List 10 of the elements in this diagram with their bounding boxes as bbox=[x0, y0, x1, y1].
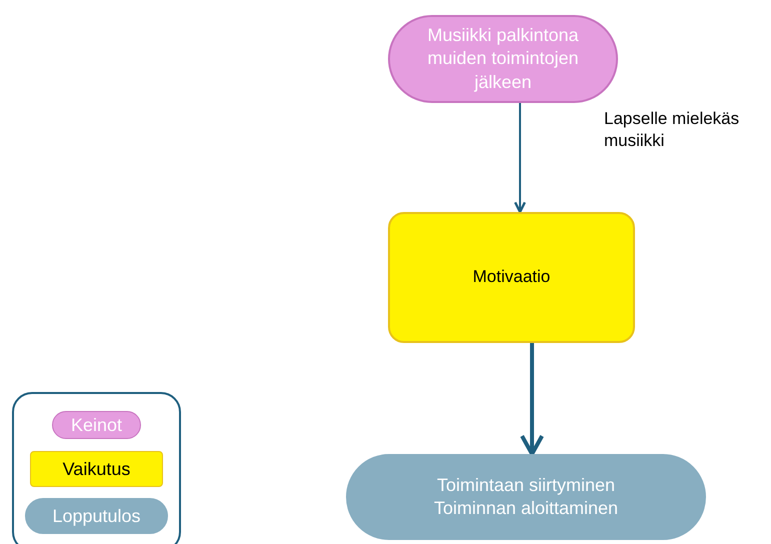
arrow bbox=[520, 343, 544, 456]
node-text: Toimintaan siirtyminen Toiminnan aloittaminen bbox=[432, 474, 620, 520]
legend-swatch: Keinot bbox=[52, 411, 141, 439]
effect-box bbox=[388, 212, 635, 343]
legend-swatch: Lopputulos bbox=[25, 498, 168, 534]
arrow bbox=[514, 103, 526, 214]
node-text: Musiikki palkintona muiden toimintojen jälkeen bbox=[426, 24, 580, 94]
node-text: Motivaatio bbox=[472, 266, 550, 288]
legend-swatch: Vaikutus bbox=[30, 451, 163, 487]
edge-label: Lapselle mielekäs musiikki bbox=[604, 108, 740, 152]
